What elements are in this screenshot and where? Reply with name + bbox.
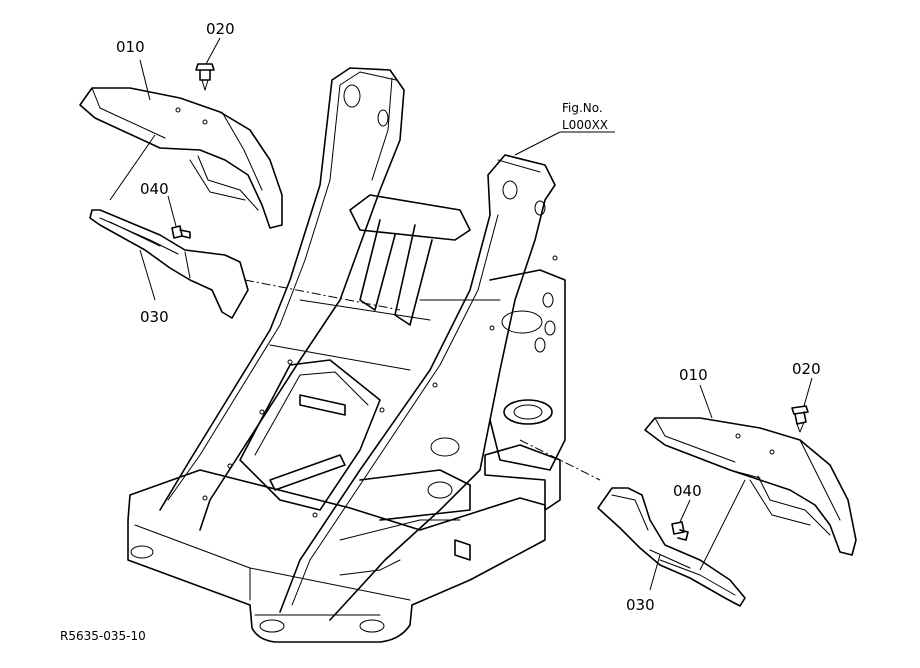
label-bolt-left: 040 bbox=[140, 180, 169, 198]
main-frame bbox=[127, 67, 566, 643]
stay-left bbox=[89, 209, 249, 319]
screw-right bbox=[791, 405, 809, 433]
fig-ref-leader bbox=[514, 131, 615, 156]
label-fender-left: 010 bbox=[116, 38, 145, 56]
label-fig-no: Fig.No. bbox=[562, 101, 603, 115]
left-fender-assembly bbox=[79, 37, 401, 319]
label-screw-left: 020 bbox=[206, 20, 235, 38]
right-fender-assembly bbox=[519, 377, 857, 607]
label-stay-left: 030 bbox=[140, 308, 169, 326]
label-fender-right: 010 bbox=[679, 366, 708, 384]
bolt-right bbox=[671, 521, 689, 541]
label-bolt-right: 040 bbox=[673, 482, 702, 500]
screw-left bbox=[195, 63, 215, 91]
stay-right bbox=[597, 487, 746, 607]
label-screw-right: 020 bbox=[792, 360, 821, 378]
fender-right bbox=[644, 417, 857, 556]
label-stay-right: 030 bbox=[626, 596, 655, 614]
label-drawing-code: R5635-035-10 bbox=[60, 629, 146, 643]
fender-left bbox=[79, 87, 283, 229]
bolt-left bbox=[171, 225, 191, 239]
label-fig-code: L000XX bbox=[562, 118, 608, 132]
